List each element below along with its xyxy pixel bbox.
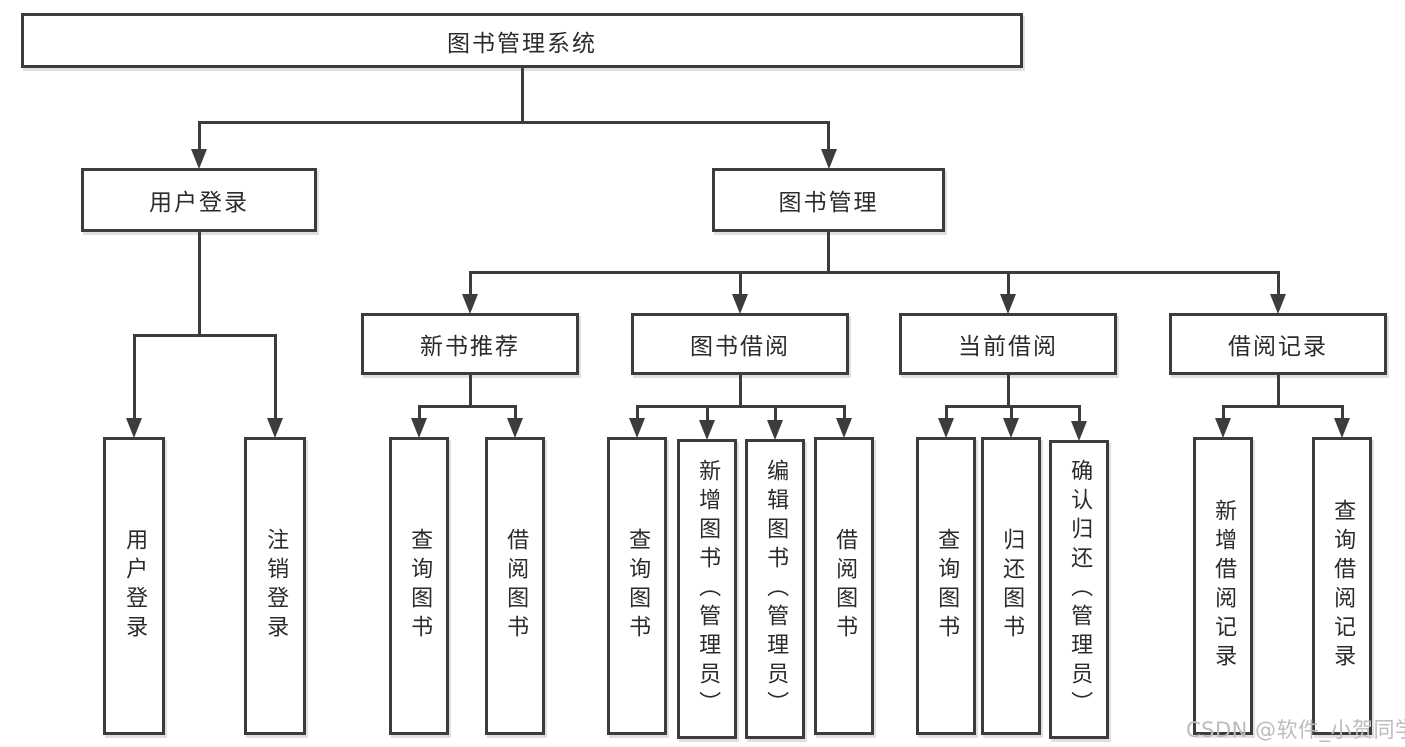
connector-line — [635, 404, 846, 408]
node-new-book-rec: 新书推荐 — [361, 313, 579, 375]
node-v-add-record: 新增借阅记录 — [1193, 437, 1253, 735]
connector-line — [417, 404, 517, 408]
node-label: 查询图书 — [407, 528, 433, 644]
node-v-edit-book: 编辑图书（管理员） — [745, 439, 805, 739]
arrowhead-down-icon — [191, 149, 207, 169]
node-user-login: 用户登录 — [81, 168, 317, 232]
connector-line — [520, 68, 524, 122]
connector-line — [468, 270, 1280, 274]
arrowhead-down-icon — [767, 420, 783, 440]
connector-line — [1221, 406, 1225, 419]
connector-line — [1006, 272, 1010, 295]
arrowhead-down-icon — [732, 294, 748, 314]
node-label: 查询图书 — [934, 528, 960, 644]
node-label: 查询图书 — [625, 528, 651, 644]
connector-line — [738, 272, 742, 295]
node-current-borrow: 当前借阅 — [899, 313, 1117, 375]
connector-line — [1221, 404, 1344, 408]
connector-line — [132, 333, 277, 337]
connector-line — [1006, 375, 1010, 406]
node-label: 注销登录 — [263, 528, 289, 644]
node-label: 用户登录 — [149, 190, 249, 216]
node-label: 新增借阅记录 — [1211, 499, 1237, 673]
connector-line — [635, 406, 639, 419]
connector-line — [827, 122, 830, 150]
arrowhead-down-icon — [1334, 418, 1350, 438]
node-book-mgmt: 图书管理 — [712, 168, 945, 232]
arrowhead-down-icon — [938, 418, 954, 438]
connector-line — [944, 406, 948, 419]
node-label: 确认归还（管理员） — [1067, 459, 1093, 720]
node-book-borrow: 图书借阅 — [631, 313, 849, 375]
connector-line — [705, 406, 709, 421]
node-label: 当前借阅 — [958, 334, 1058, 360]
node-label: 图书借阅 — [690, 334, 790, 360]
node-label: 用户登录 — [122, 528, 148, 644]
node-v-confirm-return: 确认归还（管理员） — [1049, 440, 1109, 739]
connector-line — [842, 406, 846, 419]
node-v-user-login: 用户登录 — [103, 437, 165, 735]
node-label: 归还图书 — [999, 528, 1025, 644]
arrowhead-down-icon — [629, 418, 645, 438]
arrowhead-down-icon — [820, 149, 837, 169]
node-v-query-record: 查询借阅记录 — [1312, 437, 1372, 735]
node-v-return-book: 归还图书 — [981, 437, 1041, 735]
connector-line — [1276, 375, 1280, 406]
node-v-borrow-book-2: 借阅图书 — [814, 437, 874, 735]
node-v-query-book-1: 查询图书 — [389, 437, 449, 735]
connector-line — [273, 335, 277, 419]
connector-line — [1276, 272, 1280, 295]
node-label: 借阅记录 — [1228, 334, 1328, 360]
arrowhead-down-icon — [507, 418, 523, 438]
connector-line — [513, 406, 517, 419]
node-label: 查询借阅记录 — [1330, 499, 1356, 673]
node-label: 图书管理系统 — [447, 30, 597, 57]
connector-line — [773, 406, 777, 421]
arrowhead-down-icon — [1071, 421, 1087, 441]
node-label: 图书管理 — [778, 190, 879, 216]
connector-line — [197, 120, 830, 124]
arrowhead-down-icon — [1215, 418, 1231, 438]
connector-line — [944, 404, 1081, 408]
arrowhead-down-icon — [1270, 294, 1286, 314]
node-v-logout: 注销登录 — [244, 437, 306, 735]
connector-line — [197, 232, 201, 335]
arrowhead-down-icon — [1000, 294, 1016, 314]
node-v-borrow-book-1: 借阅图书 — [485, 437, 545, 735]
arrowhead-down-icon — [836, 418, 852, 438]
connector-line — [468, 272, 472, 295]
node-v-query-book-2: 查询图书 — [607, 437, 667, 735]
arrowhead-down-icon — [267, 418, 283, 438]
arrowhead-down-icon — [126, 418, 142, 438]
node-label: 新增图书（管理员） — [695, 458, 721, 720]
connector-line — [1009, 406, 1013, 419]
node-label: 编辑图书（管理员） — [763, 458, 789, 720]
connector-line — [468, 375, 472, 406]
arrowhead-down-icon — [462, 294, 478, 314]
connector-line — [1077, 406, 1081, 422]
node-root: 图书管理系统 — [21, 13, 1023, 68]
connector-line — [197, 122, 201, 150]
node-label: 借阅图书 — [503, 528, 529, 644]
node-v-add-book: 新增图书（管理员） — [677, 439, 737, 739]
node-v-query-book-3: 查询图书 — [916, 437, 976, 735]
connector-line — [738, 375, 742, 406]
node-label: 借阅图书 — [832, 528, 858, 644]
csdn-watermark: CSDN @软件_小贺同学 — [1186, 718, 1405, 742]
arrowhead-down-icon — [411, 418, 427, 438]
connector-line — [417, 406, 421, 419]
arrowhead-down-icon — [699, 420, 715, 440]
connector-line — [827, 232, 830, 272]
connector-line — [132, 335, 136, 419]
node-borrow-record: 借阅记录 — [1169, 313, 1387, 375]
connector-line — [1340, 406, 1344, 419]
node-label: 新书推荐 — [420, 334, 520, 360]
arrowhead-down-icon — [1003, 418, 1019, 438]
